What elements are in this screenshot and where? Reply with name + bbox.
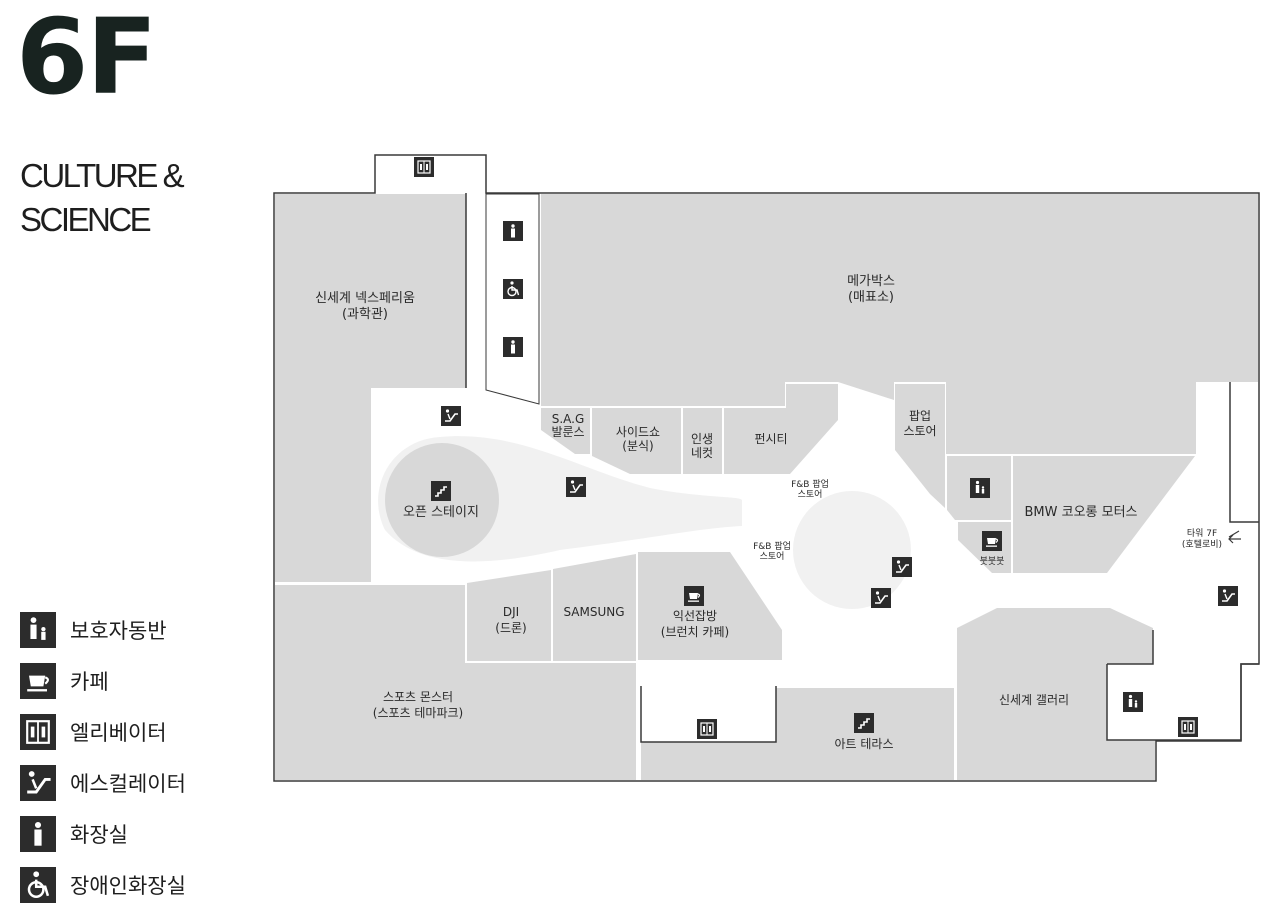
legend-item-elevator: 엘리베이터 <box>20 714 240 750</box>
zone-label-iksun: 익선잡방(브런치 카페) <box>661 609 729 639</box>
zone-art-terrace[interactable] <box>641 688 954 780</box>
legend-item-cafe: 카페 <box>20 663 240 699</box>
zone-popup[interactable] <box>895 384 945 508</box>
escalator-icon[interactable] <box>440 405 462 427</box>
zone-label-sideshow: 사이드쇼(분식) <box>616 425 660 453</box>
zone-iksun[interactable] <box>638 552 782 660</box>
legend-item-accessible: 장애인화장실 <box>20 867 240 903</box>
zone-label-nexpherium: 신세계 넥스페리움(과학관) <box>315 291 415 322</box>
restroom-icon[interactable] <box>503 221 523 241</box>
elevator-icon <box>20 714 56 750</box>
zone-bmw[interactable] <box>1013 456 1195 573</box>
floor-number: 6F <box>16 0 157 118</box>
floor-theme-line-1: CULTURE & <box>20 157 185 194</box>
legend-label: 화장실 <box>70 823 128 847</box>
family-icon <box>20 612 56 648</box>
wall-lines <box>465 193 1259 743</box>
zone-label-dji: DJI(드론) <box>495 605 526 635</box>
zone-dji[interactable] <box>467 570 551 661</box>
zone-label-bmw: BMW 코오롱 모터스 <box>1024 505 1137 520</box>
escalator-icon <box>20 765 56 801</box>
escalator-icon[interactable] <box>565 476 587 498</box>
elevator-icon[interactable] <box>1177 716 1199 738</box>
zone-gallery[interactable] <box>957 608 1155 780</box>
zone-label-megabox: 메가박스(매표소) <box>847 274 895 305</box>
legend-label: 보호자동반 <box>70 619 167 643</box>
central-atrium-circle <box>793 491 911 609</box>
tower-arrow-icon[interactable] <box>1228 530 1241 544</box>
zone-sag[interactable] <box>541 408 590 454</box>
zone-funcity[interactable] <box>724 384 838 474</box>
escalator-icon[interactable] <box>891 556 913 578</box>
zone-label-funcity: 펀시티 <box>754 432 787 446</box>
accessible-restroom-icon <box>20 867 56 903</box>
zone-label-sports: 스포츠 몬스터(스포츠 테마파크) <box>373 690 463 720</box>
stairs-icon[interactable] <box>853 712 875 734</box>
cafe-icon[interactable] <box>981 530 1003 552</box>
elevator-icon[interactable] <box>413 156 435 178</box>
floor-theme-line-2: SCIENCE <box>20 201 152 238</box>
zone-label-bbbb: 붓붓붓 <box>980 556 1005 567</box>
elevator-icon[interactable] <box>696 718 718 740</box>
family-icon[interactable] <box>970 478 990 498</box>
zone-insaeng[interactable] <box>683 408 722 474</box>
legend-item-escalator: 에스컬레이터 <box>20 765 240 801</box>
legend-label: 엘리베이터 <box>70 721 167 745</box>
cafe-icon[interactable] <box>683 585 705 607</box>
zone-label-tower: 타워 7F(호텔로비) <box>1182 528 1222 550</box>
zone-label-open-stage: 오픈 스테이지 <box>403 505 479 520</box>
cafe-icon <box>20 663 56 699</box>
legend-label: 에스컬레이터 <box>70 772 186 796</box>
stairs-icon[interactable] <box>430 480 452 502</box>
zone-label-gallery: 신세계 갤러리 <box>999 693 1069 707</box>
zone-label-art-terrace: 아트 테라스 <box>834 737 893 751</box>
zone-sideshow[interactable] <box>592 408 681 474</box>
accessible-restroom-icon[interactable] <box>502 278 524 300</box>
zone-sports[interactable] <box>275 585 636 780</box>
legend-item-restroom: 화장실 <box>20 816 240 852</box>
zone-megabox[interactable] <box>541 194 1258 454</box>
floor-theme: CULTURE & SCIENCE <box>20 154 185 242</box>
legend-label: 장애인화장실 <box>70 874 186 898</box>
restroom-icon[interactable] <box>503 337 523 357</box>
escalator-icon[interactable] <box>870 587 892 609</box>
zone-label-samsung: SAMSUNG <box>563 605 624 619</box>
legend: 보호자동반 카페 엘리베이터 에스컬레이터 화장실 장애인화장실 <box>20 612 240 918</box>
escalator-icon[interactable] <box>1217 585 1239 607</box>
family-icon[interactable] <box>1123 692 1143 712</box>
legend-label: 카페 <box>70 670 109 694</box>
legend-item-family: 보호자동반 <box>20 612 240 648</box>
zone-nexpherium[interactable] <box>275 194 466 582</box>
zone-samsung[interactable] <box>553 554 636 661</box>
restroom-icon <box>20 816 56 852</box>
